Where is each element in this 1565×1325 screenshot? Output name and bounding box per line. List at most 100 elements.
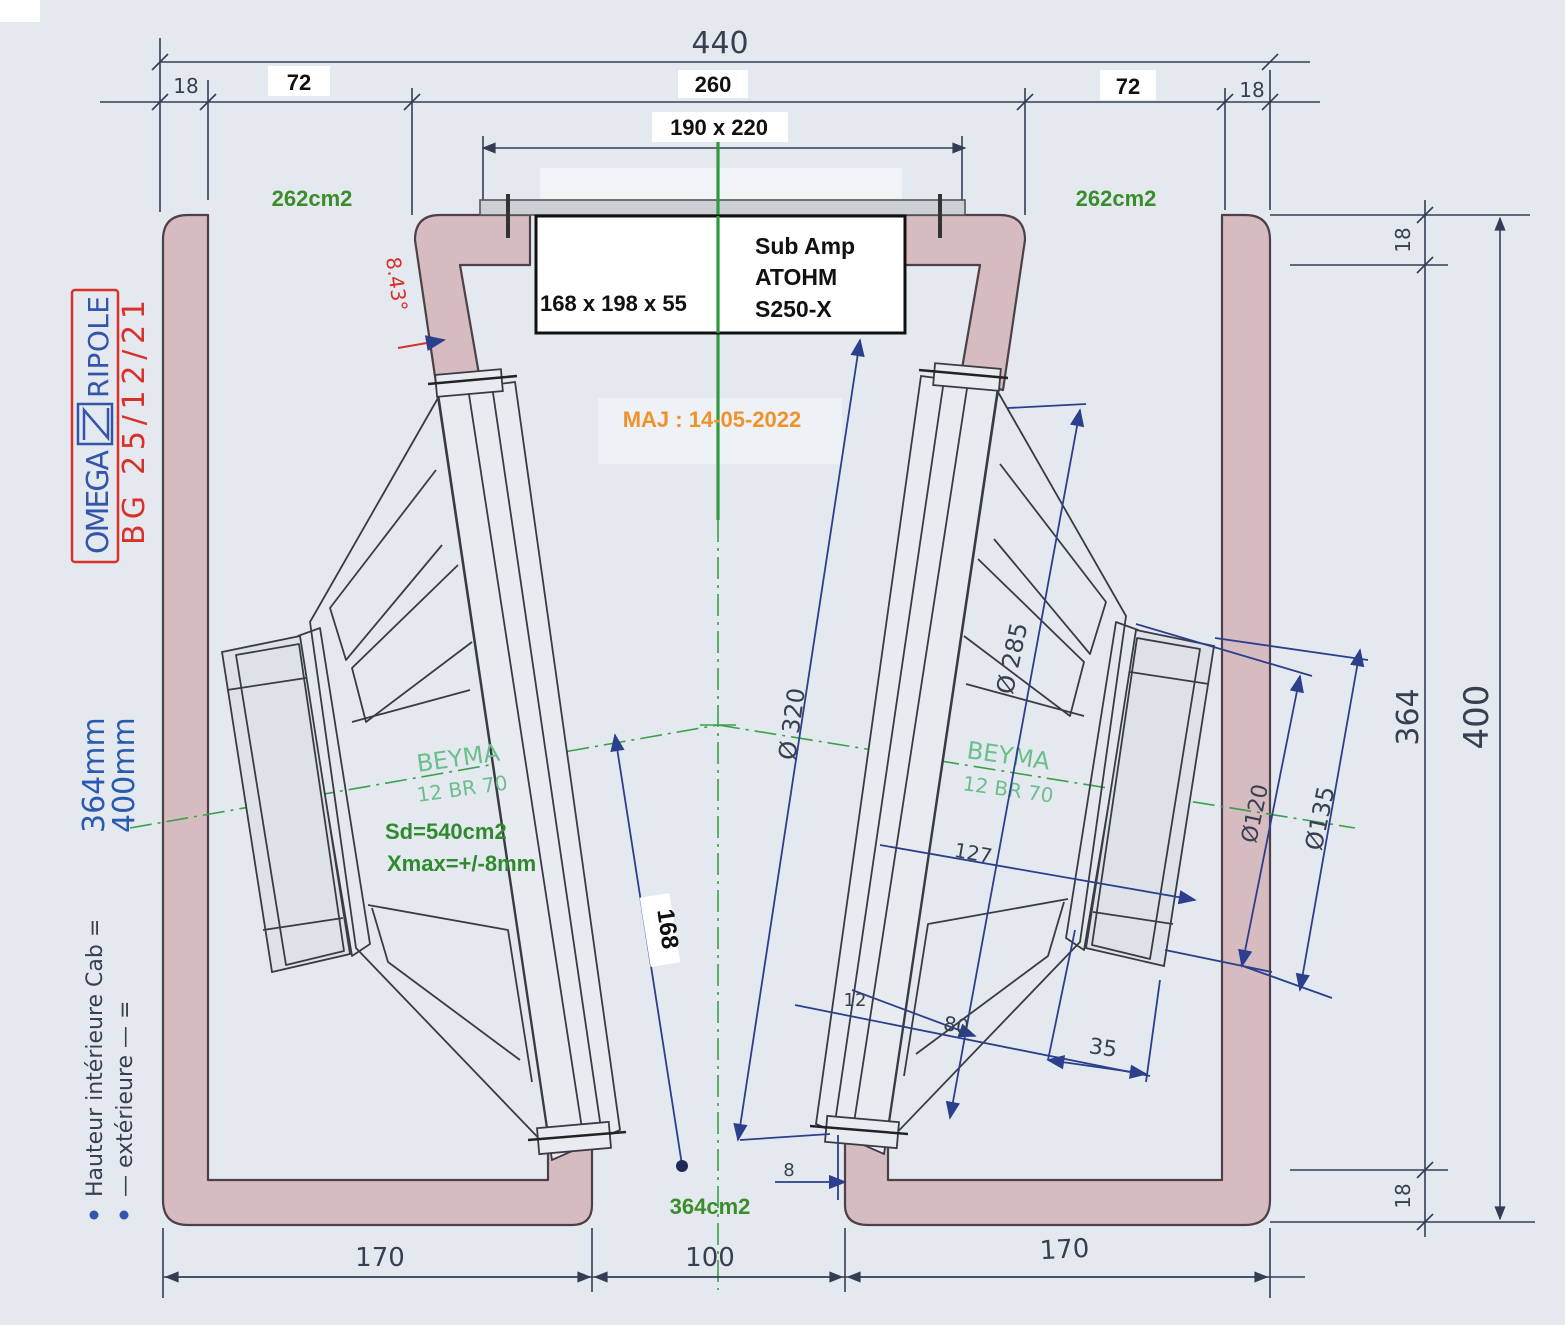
tick <box>1416 206 1434 224</box>
left-port-area-label: 262cm2 <box>272 186 353 211</box>
logo-outline <box>70 288 120 564</box>
angle-arrow <box>397 335 446 351</box>
driver-dimension-lines <box>610 338 1369 1200</box>
bottom-port-area-label: 364cm2 <box>670 1194 751 1219</box>
driver-left-top-clamp <box>434 368 504 398</box>
tick <box>199 93 217 111</box>
ext-line <box>1239 964 1333 999</box>
magnet-depth-label: 35 <box>1087 1034 1118 1063</box>
tick <box>1416 1213 1434 1231</box>
bottom-dimension-lines <box>162 1228 1305 1298</box>
ext-line <box>1007 403 1087 409</box>
driver-right-magnet-line <box>1129 671 1210 685</box>
amp-box <box>534 214 907 335</box>
label-background <box>652 112 788 142</box>
logo-symbol-icon <box>82 406 110 442</box>
right-port-area-label: 262cm2 <box>1076 186 1157 211</box>
side-dimension-lines <box>1270 200 1535 1237</box>
left-port-width-label: 72 <box>287 70 311 95</box>
magnet-inner-diameter-line <box>1238 674 1304 968</box>
frame-diameter-line <box>733 338 865 1142</box>
top-wall-label: 18 <box>1391 227 1415 252</box>
signature: BG 25/12/21 <box>117 300 152 545</box>
driver-right-top-bolt <box>918 368 1009 380</box>
driver-left-cone <box>309 397 551 1151</box>
ext-line <box>1047 929 1076 1061</box>
basket-label: 80 <box>942 1011 971 1039</box>
driver-left-top-bolt <box>427 374 518 386</box>
ext-line <box>1164 949 1273 973</box>
driver-xmax-label: Xmax=+/-8mm <box>387 851 536 876</box>
right-wall-width-label: 18 <box>1239 78 1264 102</box>
driver-left-basket <box>220 368 627 1162</box>
driver-left-bottom-clamp <box>536 1120 612 1156</box>
label-background <box>1100 70 1156 100</box>
bottom-left-label: 170 <box>355 1243 405 1273</box>
driver-left-magnet-ring <box>235 643 345 966</box>
flange-label: 12 <box>844 990 867 1011</box>
tick <box>403 93 421 111</box>
driver-left-magnet-line <box>226 677 307 691</box>
height-outer-value: 400mm <box>107 717 142 833</box>
inner-height-label: 364 <box>1391 688 1426 745</box>
label-background <box>639 893 681 967</box>
driver-spacing-point <box>676 1160 688 1172</box>
flange-line <box>851 989 977 1038</box>
driver-left-flange-edge <box>491 385 604 1143</box>
bullet <box>119 1210 129 1220</box>
logo-symbol-box <box>76 402 114 446</box>
amp-name-line1: Sub Amp <box>755 233 855 259</box>
bottom-opening-label: 100 <box>685 1243 735 1273</box>
driver-left-strut <box>371 907 521 1061</box>
driver-right-top-clamp <box>932 362 1002 392</box>
height-note: Hauteur intérieure Cab = 364mm — extérie… <box>77 717 142 1220</box>
update-label: MAJ : 14-05-2022 <box>623 407 802 432</box>
corner-patch <box>0 0 40 22</box>
height-outer-label: — extérieure — = <box>113 1001 138 1197</box>
driver-left-strut <box>351 689 471 723</box>
overall-width-label: 440 <box>691 26 748 61</box>
amp-name-line3: S250-X <box>755 296 832 322</box>
driver-spacing-label: 168 <box>651 907 683 950</box>
top-dimension-lines <box>100 38 1320 215</box>
label-background <box>678 70 748 98</box>
tick <box>1261 93 1279 111</box>
logo: OMEGA RIPOLE <box>70 288 120 564</box>
gap-label: 8 <box>783 1160 794 1181</box>
driver-left-magnet <box>220 634 352 974</box>
height-inner-value: 364mm <box>77 717 112 833</box>
right-port-width-label: 72 <box>1116 74 1140 99</box>
tick <box>151 93 169 111</box>
logo-word-left: OMEGA <box>81 450 116 554</box>
magnet-outer-diameter-line <box>1295 648 1365 992</box>
label-background <box>268 66 330 96</box>
magnet-depth-line <box>1046 1055 1148 1079</box>
outer-height-label: 400 <box>1457 685 1497 750</box>
driver-left-bottom-bolt <box>527 1130 627 1142</box>
bottom-wall-label: 18 <box>1391 1183 1415 1208</box>
center-width-label: 260 <box>695 72 732 97</box>
plate-size-label: 190 x 220 <box>670 115 768 140</box>
tick <box>151 53 169 71</box>
height-inner-label: Hauteur intérieure Cab = <box>83 919 108 1197</box>
tick <box>1416 256 1434 274</box>
bullet <box>89 1210 99 1220</box>
driver-left-strut <box>351 564 473 723</box>
driver-left-strut <box>367 904 533 1083</box>
tick <box>1216 93 1234 111</box>
driver-right-magnet <box>1084 628 1216 968</box>
ext-line <box>1135 623 1313 677</box>
tick <box>1416 1161 1434 1179</box>
driver-right-magnet-line <box>1092 911 1174 925</box>
signature-group: BG 25/12/21 <box>117 300 152 545</box>
tick <box>1016 93 1034 111</box>
driver-sd-label: Sd=540cm2 <box>385 819 507 844</box>
driver-left-flange-edge <box>467 387 586 1149</box>
tick <box>1261 53 1279 71</box>
amp-plate <box>479 199 966 216</box>
ext-line <box>739 1133 831 1141</box>
depth-line <box>879 844 1197 905</box>
driver-right-magnet-ring <box>1091 637 1201 960</box>
cutout-diameter-line <box>945 408 1085 1120</box>
